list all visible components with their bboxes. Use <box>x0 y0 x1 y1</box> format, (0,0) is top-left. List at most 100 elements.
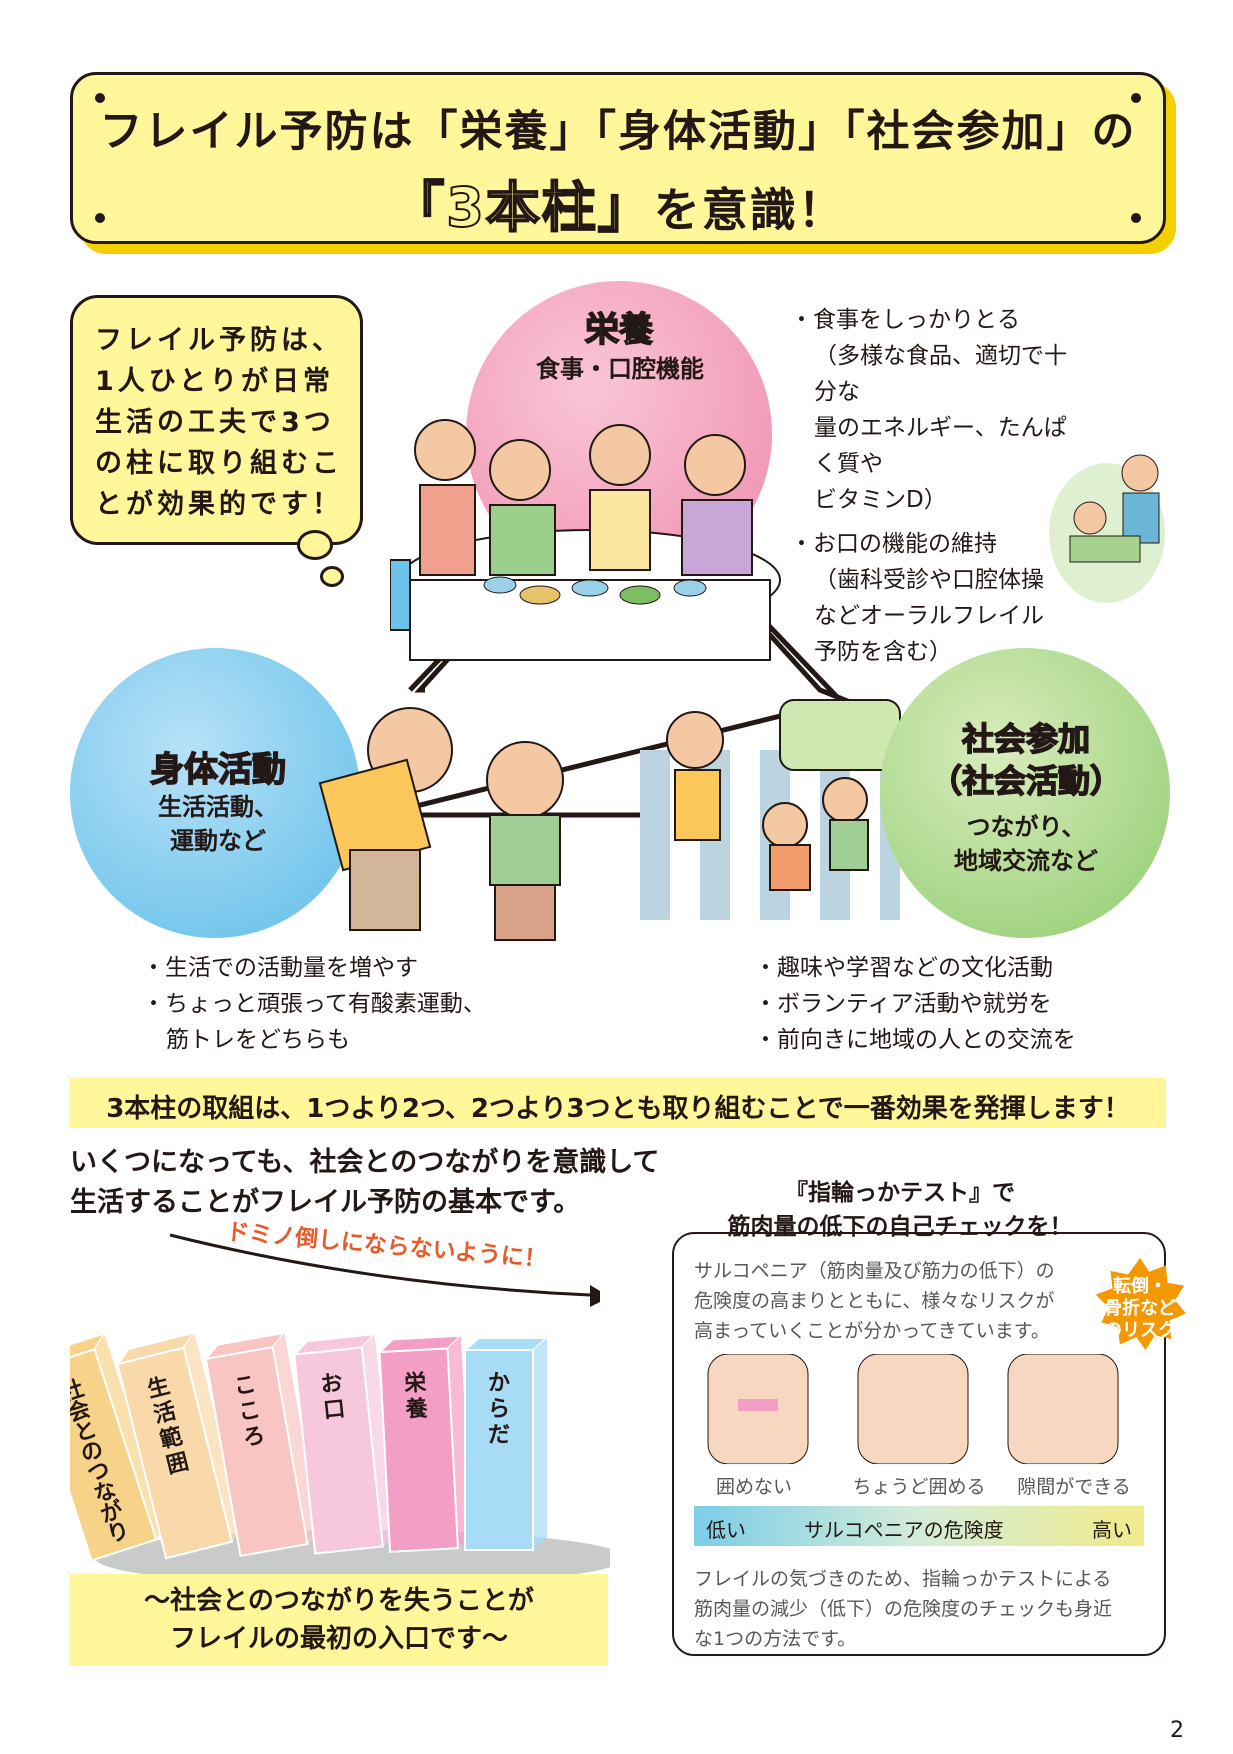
ring-caption-just: ちょうど囲める <box>852 1476 986 1498</box>
social-participation-title: 社会参加 （社会活動） <box>916 718 1136 802</box>
physical-activity-subtitle-line: 生活活動、 <box>158 793 278 821</box>
ring-test-note-line: 筋肉量の減少（低下）の危険度のチェックも身近 <box>694 1598 1113 1620</box>
domino-label-char: 会 <box>70 1396 93 1428</box>
bullet-item: ・趣味や学習などの文化活動 <box>754 955 1053 981</box>
bubble-line: フレイル予防は、 <box>95 325 343 356</box>
banner-dot <box>95 93 105 103</box>
bullet-item: ・お口の機能の維持 <box>790 531 997 557</box>
summary-strip: 3本柱の取組は、1つより2つ、2つより3つとも取り組むことで一番効果を発揮します… <box>70 1078 1166 1128</box>
ring-test-note-line: な1つの方法です。 <box>694 1628 857 1650</box>
hands-just-encircle-illustration <box>857 1354 969 1464</box>
bullet-item-line: ビタミンD） <box>814 487 947 513</box>
ring-test-note: フレイルの気づきのため、指輪っかテストによる 筋肉量の減少（低下）の危険度のチェ… <box>694 1564 1144 1654</box>
page-title-line2: 「3本柱」を意識！ <box>73 163 1163 242</box>
bullet-item: ・生活での活動量を増やす <box>142 955 418 981</box>
sarcopenia-risk-scale: 低い サルコペニアの危険度 高い <box>694 1506 1144 1546</box>
footer-line: フレイルの最初の入口です～ <box>169 1624 508 1654</box>
social-participation-circle <box>880 648 1170 938</box>
page-title-line1: フレイル予防は「栄養」「身体活動」「社会参加」の <box>99 107 1137 157</box>
domino-label-char: か <box>488 1371 510 1396</box>
ring-test-note-line: フレイルの気づきのため、指輪っかテストによる <box>694 1568 1112 1590</box>
bubble-line: の柱に取り組むこ <box>95 448 343 479</box>
domino-block: こころ <box>203 1331 320 1558</box>
ring-test-intro-line: 危険度の高まりとともに、様々なリスクが <box>694 1290 1055 1312</box>
physical-activity-subtitle-line: 運動など <box>170 827 266 855</box>
bubble-line: 生活の工夫で3つ <box>95 407 335 438</box>
title-rest: を意識！ <box>653 183 846 237</box>
bullet-item: ・前向きに地域の人との交流を <box>754 1027 1076 1053</box>
lead-line: いくつになっても、社会とのつながりを意識して <box>70 1147 660 1178</box>
domino-label-char: 栄 <box>403 1371 428 1397</box>
risk-burst-badge <box>1095 1258 1186 1350</box>
domino-label-char: ら <box>488 1397 510 1422</box>
bullet-item-line: 筋トレをどちらも <box>166 1027 350 1053</box>
ring-test-intro-line: サルコペニア（筋肉量及び筋力の低下）の <box>694 1260 1055 1282</box>
domino-label-char: こ <box>237 1397 263 1425</box>
speech-bubble: フレイル予防は、 1人ひとりが日常 生活の工夫で3つ の柱に取り組むこ とが効果… <box>70 295 363 545</box>
ring-test-heading: 『指輪っかテスト』で 筋肉量の低下の自己チェックを！ <box>690 1176 1110 1244</box>
page-number: 2 <box>1170 1718 1184 1743</box>
domino-block: 栄養 <box>376 1334 472 1553</box>
dining-illustration <box>390 419 781 661</box>
lead-text: いくつになっても、社会とのつながりを意識して 生活することがフレイル予防の基本で… <box>70 1143 670 1223</box>
bullet-item: ・食事をしっかりとる <box>790 307 1020 333</box>
speech-bubble-text: フレイル予防は、 1人ひとりが日常 生活の工夫で3つ の柱に取り組むこ とが効果… <box>95 320 345 525</box>
scale-high-label: 高い <box>1092 1518 1132 1542</box>
crosswalk-illustration <box>640 699 901 920</box>
ring-test-heading-line: 筋肉量の低下の自己チェックを！ <box>727 1214 1073 1240</box>
footer-line: ～社会とのつながりを失うことが <box>144 1586 534 1616</box>
title-banner: フレイル予防は「栄養」「身体活動」「社会参加」の 「3本柱」を意識！ <box>70 72 1166 244</box>
title-highlight: 「3本柱」 <box>389 175 654 240</box>
risk-burst-line: 骨折など <box>1104 1298 1176 1319</box>
social-participation-bullets: ・趣味や学習などの文化活動 ・ボランティア活動や就労を ・前向きに地域の人との交… <box>754 950 1154 1058</box>
physical-activity-bullets: ・生活での活動量を増やす ・ちょっと頑張って有酸素運動、 筋トレをどちらも <box>142 950 542 1058</box>
bullet-item: ・ちょっと頑張って有酸素運動、 <box>142 991 486 1017</box>
bullet-item-line: 予防を含む） <box>814 639 952 665</box>
social-participation-subtitle-line: 地域交流など <box>954 847 1098 875</box>
scale-low-label: 低い <box>706 1518 746 1542</box>
banner-dot <box>1131 93 1141 103</box>
physical-activity-title: 身体活動 <box>149 749 287 791</box>
footer-text: ～社会とのつながりを失うことが フレイルの最初の入口です～ <box>70 1582 608 1658</box>
bubble-line: 1人ひとりが日常 <box>95 366 334 397</box>
risk-burst-line: のリスク <box>1104 1320 1176 1341</box>
domino-block: 社会とのつながり <box>70 1331 166 1562</box>
nutrition-bullets: ・食事をしっかりとる （多様な食品、適切で十分な 量のエネルギー、たんぱく質や … <box>790 302 1070 670</box>
domino-label-char: 口 <box>322 1397 347 1424</box>
risk-burst-text: 転倒・ 骨折など のリスク <box>1094 1276 1186 1342</box>
ring-test-box: サルコペニア（筋肉量及び筋力の低下）の 危険度の高まりとともに、様々なリスクが … <box>672 1232 1166 1656</box>
social-participation-title-line: （社会活動） <box>929 761 1123 801</box>
nutrition-subtitle: 食事・口腔機能 <box>536 355 704 383</box>
domino-label-char: ろ <box>241 1423 267 1451</box>
hands-gap-illustration <box>1007 1354 1119 1464</box>
social-participation-subtitle-line: つながり、 <box>966 813 1086 841</box>
scale-title: サルコペニアの危険度 <box>804 1518 1004 1542</box>
domino-label-char: お <box>319 1371 344 1398</box>
bullet-item-line: 量のエネルギー、たんぱく質や <box>814 415 1067 477</box>
ring-test-heading-line: 『指輪っかテスト』で <box>785 1180 1015 1206</box>
bubble-line: とが効果的です！ <box>95 489 343 520</box>
risk-burst-line: 転倒・ <box>1113 1276 1167 1297</box>
domino-label-char: こ <box>232 1372 258 1400</box>
summary-strip-text: 3本柱の取組は、1つより2つ、2つより3つとも取り組むことで一番効果を発揮します… <box>106 1094 1130 1124</box>
ring-caption-gap: 隙間ができる <box>1017 1476 1131 1498</box>
social-participation-title-line: 社会参加 <box>961 719 1091 759</box>
ring-test-illustrations <box>707 1354 1119 1464</box>
domino-block: からだ <box>462 1337 550 1551</box>
lead-line: 生活することがフレイル予防の基本です。 <box>70 1187 581 1218</box>
domino-label-char: 養 <box>405 1396 428 1423</box>
social-participation-subtitle: つながり、 地域交流など <box>916 810 1136 878</box>
bullet-item-line: （多様な食品、適切で十分な <box>814 343 1067 405</box>
domino-label-char: だ <box>488 1423 510 1448</box>
ring-test-intro: サルコペニア（筋肉量及び筋力の低下）の 危険度の高まりとともに、様々なリスクが … <box>694 1256 1074 1346</box>
ring-test-intro-line: 高まっていくことが分かってきています。 <box>694 1320 1050 1342</box>
banner-dot <box>95 213 105 223</box>
footer-strip: ～社会とのつながりを失うことが フレイルの最初の入口です～ <box>70 1574 608 1666</box>
bullet-item-line: （歯科受診や口腔体操 <box>814 567 1044 593</box>
thought-dot-large <box>297 530 333 560</box>
nutrition-title: 栄養 <box>584 309 654 351</box>
physical-activity-subtitle: 生活活動、 運動など <box>108 790 328 858</box>
domino-arrow <box>169 1233 600 1307</box>
ring-caption-cannot: 囲めない <box>715 1476 792 1498</box>
